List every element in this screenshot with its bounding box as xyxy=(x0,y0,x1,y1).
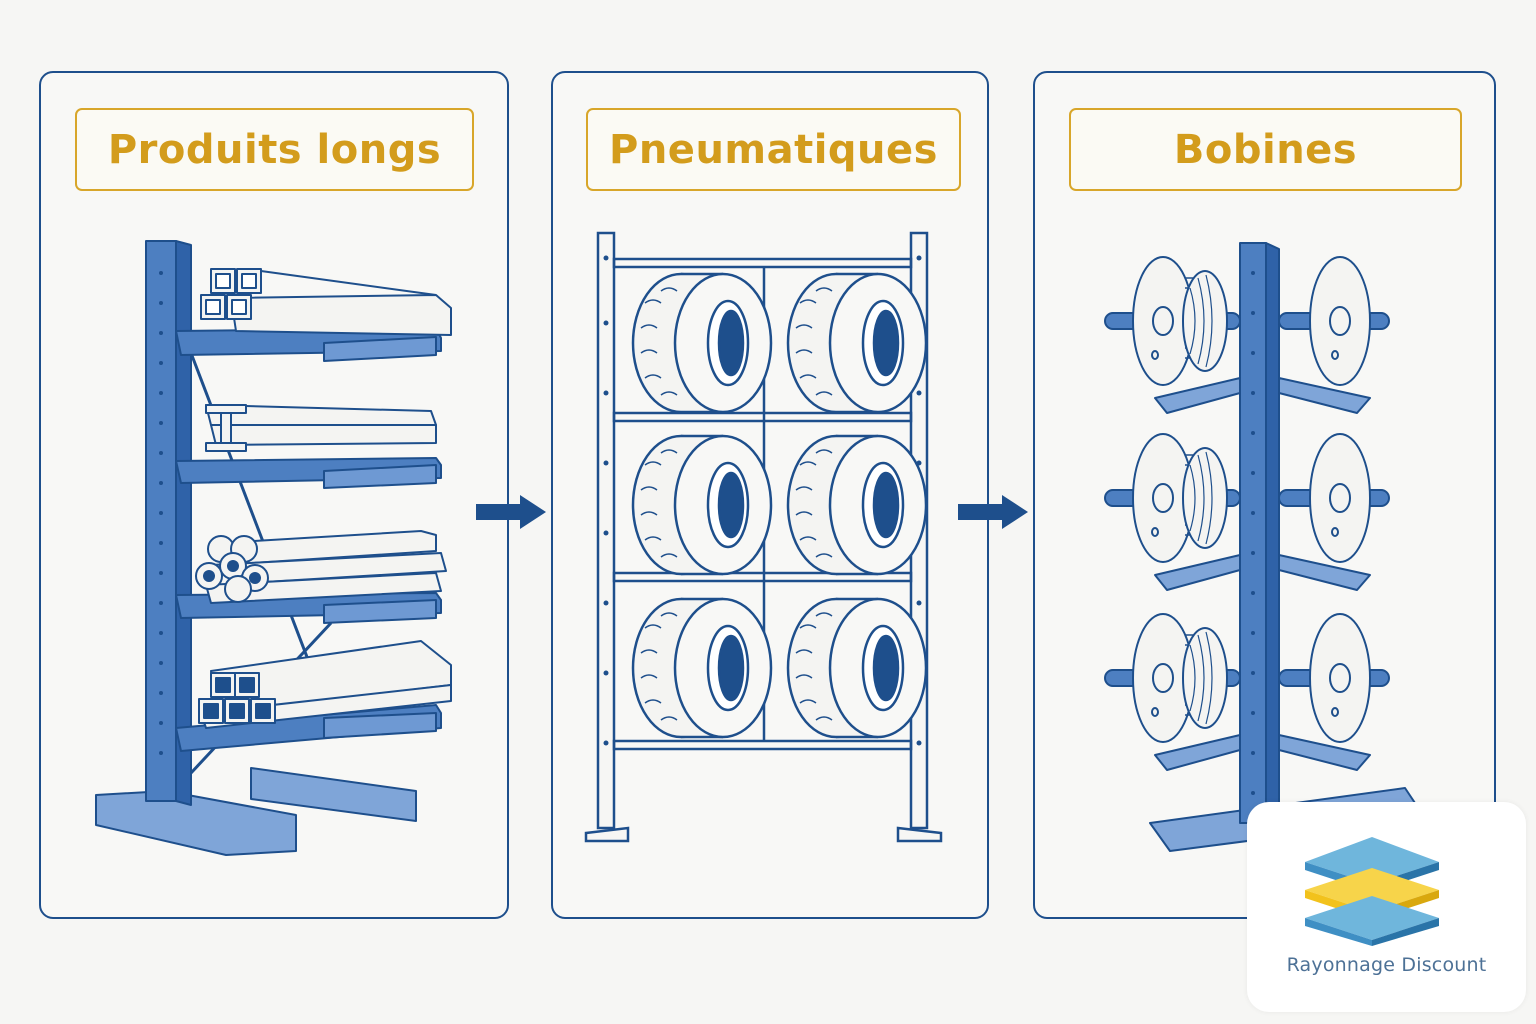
arrow-right-icon xyxy=(958,495,1028,529)
panel-title: Bobines xyxy=(1069,108,1462,191)
brand-logo: Rayonnage Discount xyxy=(1247,802,1526,1012)
cantilever-rack-icon xyxy=(95,240,452,856)
panel-title: Pneumatiques xyxy=(586,108,961,191)
panel-pneumatiques: Pneumatiques xyxy=(551,71,989,919)
panel-bobines: Bobines xyxy=(1033,71,1496,919)
panel-produits-longs: Produits longs xyxy=(39,71,509,919)
reel-rack-icon xyxy=(1104,242,1426,852)
stacked-layers-logo-icon xyxy=(1305,837,1439,946)
arrow-right-icon xyxy=(476,495,546,529)
tire-rack-icon xyxy=(584,231,943,843)
brand-name: Rayonnage Discount xyxy=(1286,954,1487,976)
panel-title: Produits longs xyxy=(75,108,474,191)
